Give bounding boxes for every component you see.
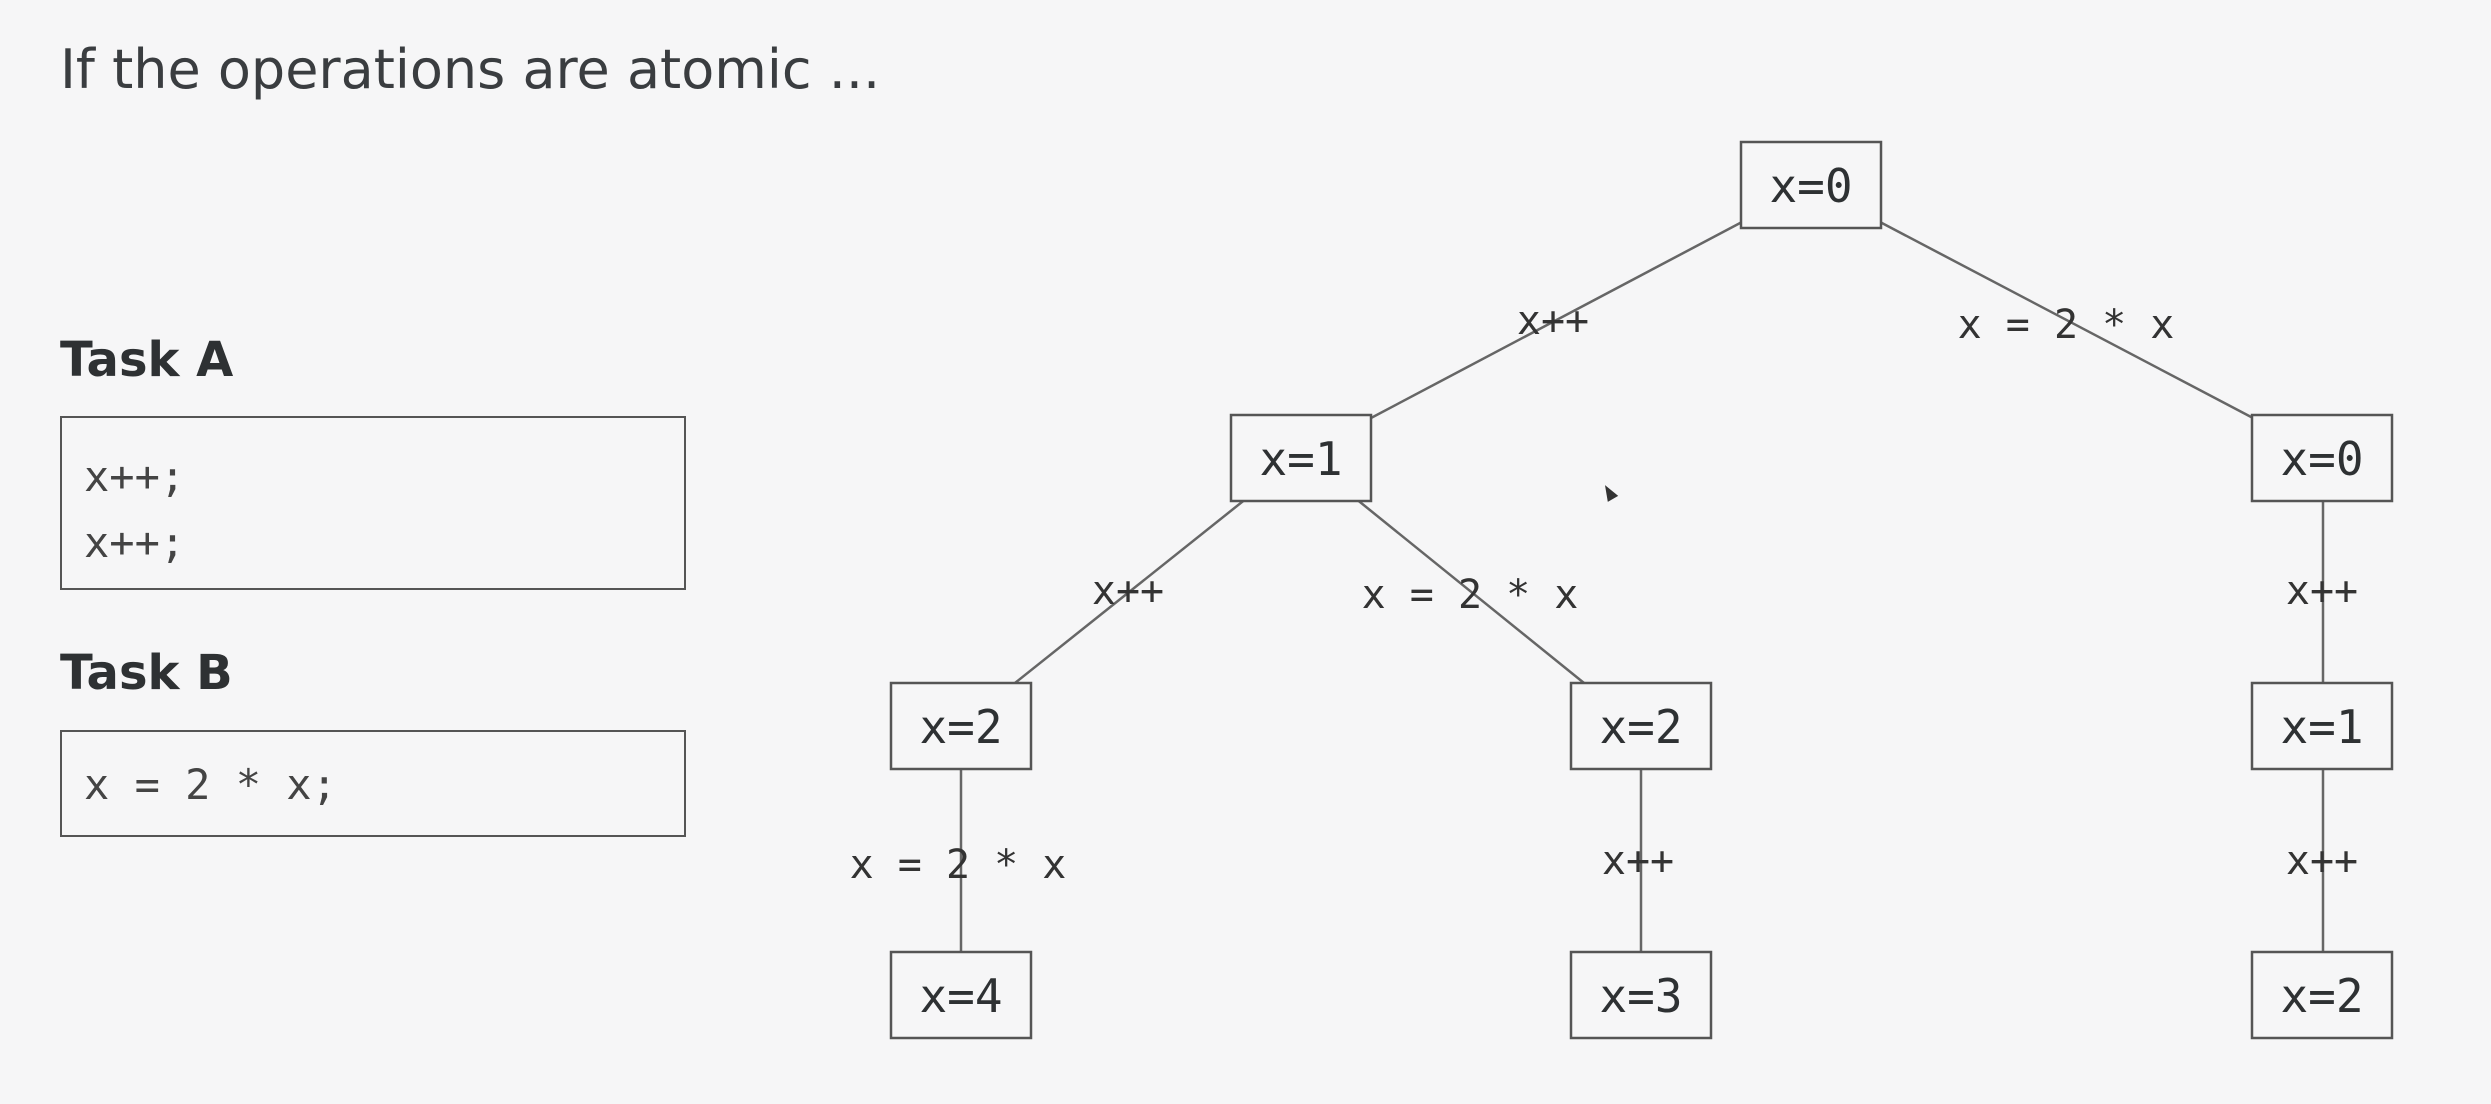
task-a-code-line-2: x++; [84,518,186,567]
node-root: x=0 [1739,140,1883,230]
node-root-label: x=0 [1769,159,1852,213]
node-leaf-3: x=2 [2250,950,2394,1040]
edge-label-rightchild-leaf: x++ [2286,838,2358,884]
edge-label-root-right: x = 2 * x [1958,302,2175,348]
node-right: x=0 [2250,413,2394,503]
node-leaf-1-label: x=4 [919,969,1002,1023]
edge-label-root-left: x++ [1517,298,1589,344]
node-left: x=1 [1229,413,1373,503]
task-b-code-box: x = 2 * x; [60,730,686,837]
edge-root-left [1370,220,1743,420]
task-a-code-line-1: x++; [84,452,186,501]
edge-left-leftright [1354,497,1585,684]
node-right-label: x=0 [2280,432,2363,486]
node-leaf-1: x=4 [889,950,1033,1040]
slide-title: If the operations are atomic ... [60,38,881,101]
edge-label-left-leftright: x = 2 * x [1362,572,1579,618]
task-a-code-box: x++; x++; [60,416,686,590]
node-leftleft: x=2 [889,681,1033,771]
node-leaf-2: x=3 [1569,950,1713,1040]
task-b-heading: Task B [60,645,233,701]
node-leaf-2-label: x=3 [1599,969,1682,1023]
edge-label-left-leftleft: x++ [1092,568,1164,614]
node-leaf-3-label: x=2 [2280,969,2363,1023]
edge-left-leftleft [1014,497,1248,684]
task-a-heading: Task A [60,332,234,388]
node-rightchild: x=1 [2250,681,2394,771]
edge-label-leftright-leaf: x++ [1602,838,1674,884]
edge-label-right-rightchild: x++ [2286,568,2358,614]
edge-label-leftleft-leaf: x = 2 * x [850,842,1067,888]
node-rightchild-label: x=1 [2280,700,2363,754]
node-leftleft-label: x=2 [919,700,1002,754]
node-leftright-label: x=2 [1599,700,1682,754]
node-leftright: x=2 [1569,681,1713,771]
edge-root-right [1879,220,2254,420]
task-b-code-line-1: x = 2 * x; [84,760,337,809]
node-left-label: x=1 [1259,432,1342,486]
